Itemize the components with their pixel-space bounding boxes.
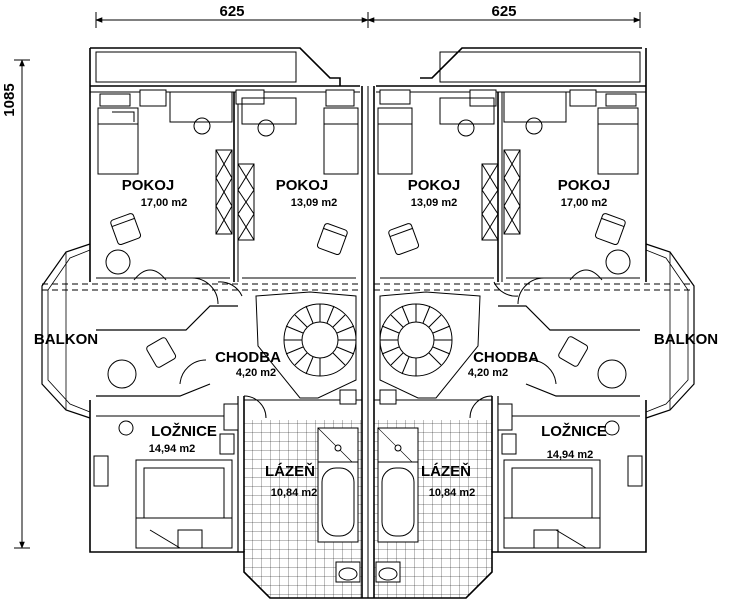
room-area: 4,20 m2 — [468, 367, 508, 379]
doors — [179, 277, 557, 419]
spiral-staircase-right — [379, 291, 481, 399]
room-label: POKOJ — [276, 177, 329, 194]
room-label: POKOJ — [408, 177, 461, 194]
room-label: BALKON — [34, 331, 98, 348]
dashed-beam-lines — [42, 283, 694, 291]
dimension-width-right: 625 — [491, 3, 516, 20]
room-label: CHODBA — [215, 349, 281, 366]
room-area: 10,84 m2 — [429, 487, 475, 499]
room-area: 14,94 m2 — [149, 443, 195, 455]
balconies — [41, 243, 695, 419]
room-label: LOŽNICE — [151, 422, 217, 440]
room-area: 13,09 m2 — [411, 197, 457, 209]
dimension-width-left: 625 — [219, 3, 244, 20]
room-label: BALKON — [654, 331, 718, 348]
wardrobes — [215, 149, 521, 241]
room-area: 4,20 m2 — [236, 367, 276, 379]
room-label: CHODBA — [473, 349, 539, 366]
room-area: 17,00 m2 — [141, 197, 187, 209]
room-label: LÁZEŇ — [421, 462, 471, 480]
furniture — [97, 91, 639, 549]
room-label: POKOJ — [122, 177, 175, 194]
room-area: 10,84 m2 — [271, 487, 317, 499]
bathroom-fixtures — [317, 389, 419, 583]
spiral-staircase-left — [255, 291, 357, 399]
room-label: LÁZEŇ — [265, 462, 315, 480]
dimension-lines — [14, 12, 641, 549]
room-label: POKOJ — [558, 177, 611, 194]
dimension-height: 1085 — [1, 83, 18, 116]
room-area: 13,09 m2 — [291, 197, 337, 209]
walls — [89, 47, 647, 599]
room-area: 14,94 m2 — [547, 449, 593, 461]
room-area: 17,00 m2 — [561, 197, 607, 209]
room-label: LOŽNICE — [541, 422, 607, 440]
